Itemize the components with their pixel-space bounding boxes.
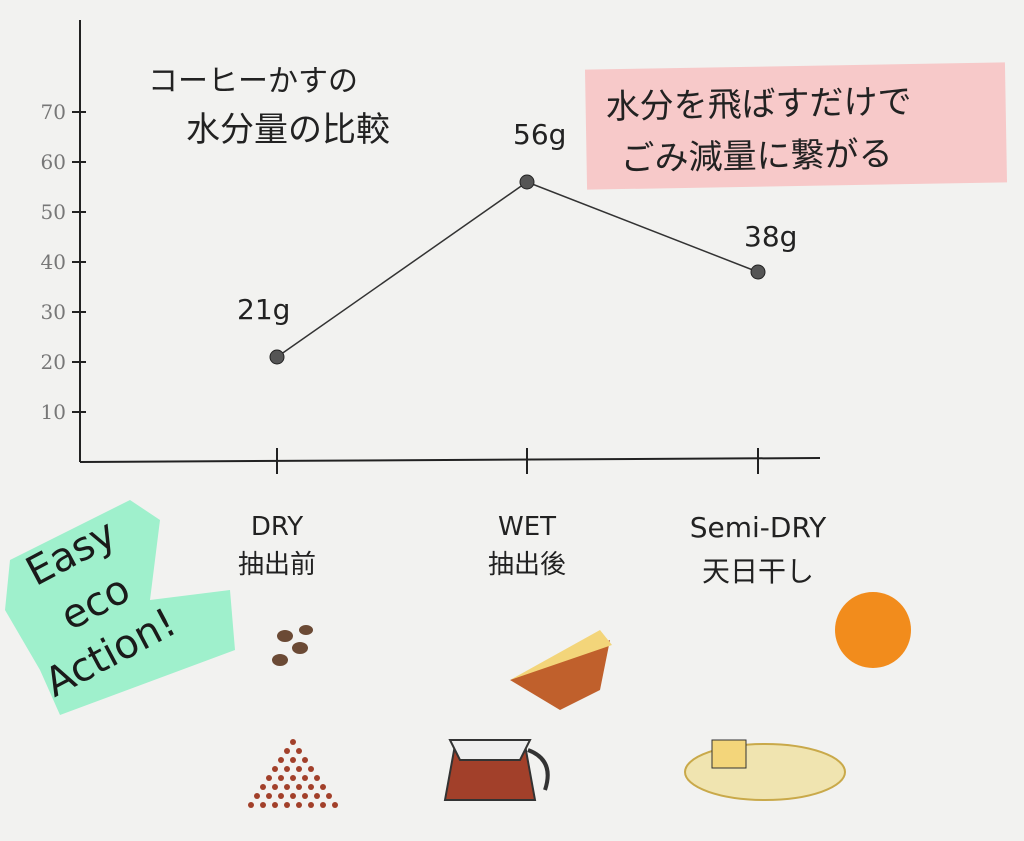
coffee-beans-illustration bbox=[272, 625, 313, 666]
sun-icon bbox=[835, 592, 911, 668]
y-tick-label: 60 bbox=[41, 150, 66, 174]
category-label-en: WET bbox=[497, 512, 557, 542]
data-label: 21g bbox=[237, 293, 290, 326]
data-label: 56g bbox=[513, 118, 566, 151]
eco-badge: Easy eco Action! bbox=[0, 490, 235, 715]
coffee-filter-illustration bbox=[510, 630, 612, 710]
y-tick-label: 30 bbox=[41, 300, 66, 324]
data-point bbox=[750, 264, 766, 280]
data-point bbox=[269, 349, 285, 365]
drying-tray-illustration bbox=[684, 739, 846, 801]
category-label-ja: 天日干し bbox=[701, 555, 814, 588]
category-label-ja: 抽出前 bbox=[237, 550, 316, 580]
badge-background bbox=[5, 500, 235, 715]
coffee-pot-illustration bbox=[443, 739, 550, 801]
y-tick-label: 10 bbox=[41, 400, 66, 424]
chart-title-line1: コーヒーかすの bbox=[148, 64, 358, 99]
category-label-en: Semi-DRY bbox=[689, 511, 827, 544]
data-label: 38g bbox=[744, 220, 797, 253]
category-semi-dry: Semi-DRY 天日干し bbox=[658, 506, 858, 594]
data-point bbox=[519, 174, 535, 190]
category-wet: WET 抽出後 bbox=[427, 508, 627, 584]
coffee-grounds-pile bbox=[248, 739, 338, 808]
y-tick-label: 20 bbox=[41, 350, 66, 374]
y-tick-label: 50 bbox=[41, 200, 66, 224]
chart-title-line2: 水分量の比較 bbox=[186, 110, 390, 150]
category-label-en: DRY bbox=[250, 512, 304, 542]
y-tick-label: 70 bbox=[41, 100, 66, 124]
category-dry: DRY 抽出前 bbox=[177, 508, 377, 584]
y-tick-label: 40 bbox=[41, 250, 66, 274]
x-axis bbox=[79, 457, 821, 463]
category-label-ja: 抽出後 bbox=[487, 550, 566, 580]
